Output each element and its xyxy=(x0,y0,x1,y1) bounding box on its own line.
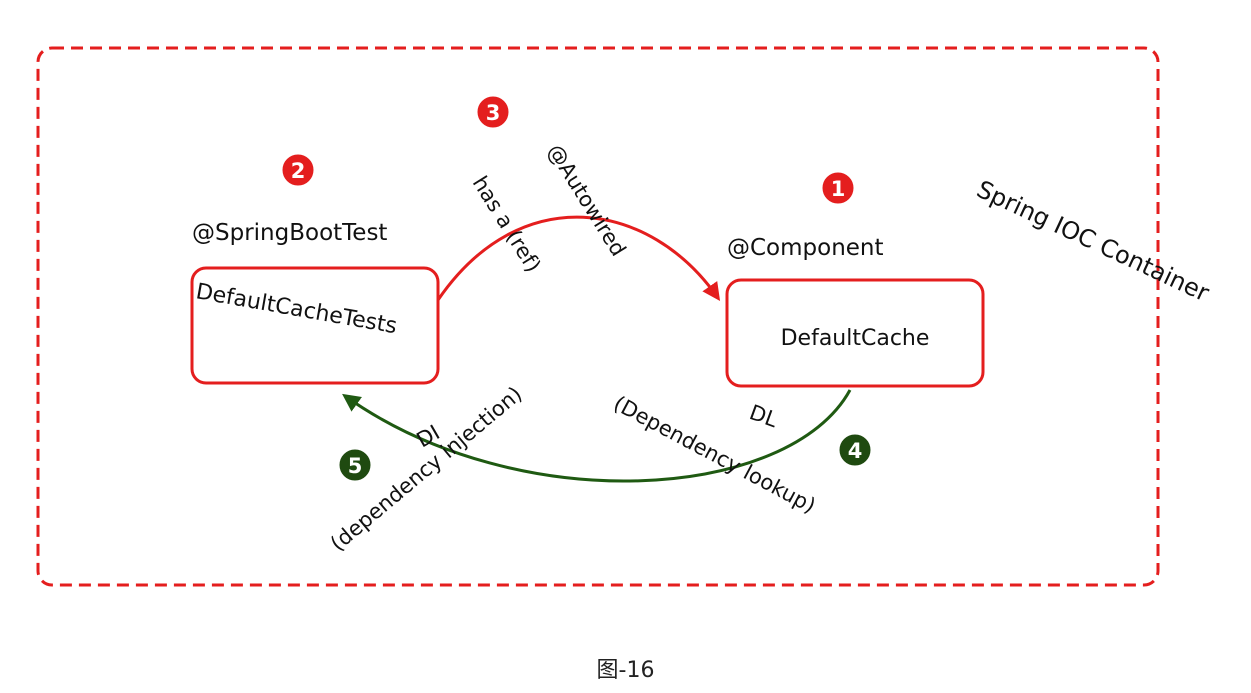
svg-text:5: 5 xyxy=(348,454,363,478)
cache-class-label: DefaultCache xyxy=(781,326,930,351)
di-dl-arrow xyxy=(342,389,852,483)
badge-3: 3 xyxy=(474,93,512,131)
figure-caption: 图-16 xyxy=(596,658,655,683)
autowired-arrow xyxy=(436,215,721,301)
svg-text:3: 3 xyxy=(486,101,501,125)
test-class-box xyxy=(190,266,440,385)
dl-label: DL xyxy=(746,400,781,432)
svg-text:4: 4 xyxy=(848,439,863,463)
svg-text:1: 1 xyxy=(831,177,846,201)
badge-2: 2 xyxy=(279,151,317,189)
svg-text:2: 2 xyxy=(291,159,306,183)
badge-4: 4 xyxy=(836,431,874,469)
autowired-label: @Autowired xyxy=(543,140,631,261)
cache-class-box xyxy=(725,278,985,388)
container-label: Spring IOC Container xyxy=(972,175,1213,307)
badge-1: 1 xyxy=(819,169,857,207)
ioc-container-border xyxy=(36,46,1160,587)
badge-5: 5 xyxy=(336,446,374,484)
cache-annotation: @Component xyxy=(727,235,884,261)
test-annotation: @SpringBootTest xyxy=(192,220,387,246)
dl-description-label: (Dependency lookup) xyxy=(610,391,820,518)
